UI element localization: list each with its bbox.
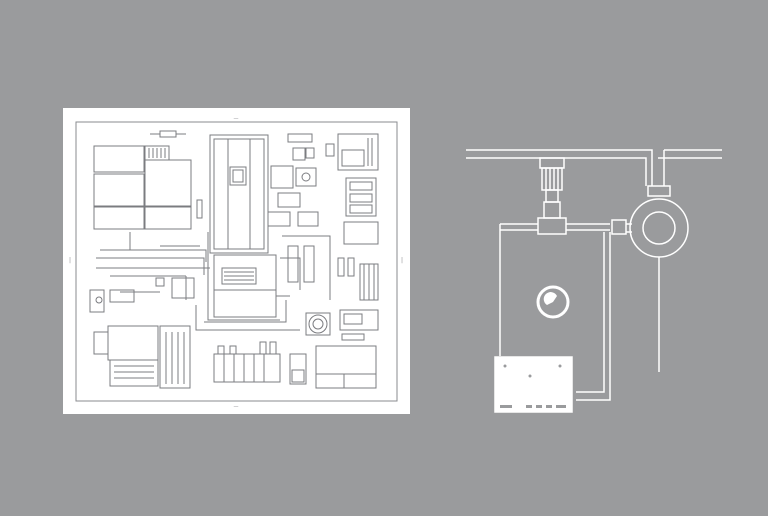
capacitor-box [343,221,379,245]
board-bottom-mark: — [234,404,239,410]
board-top-mark: — [234,116,239,122]
terminal-block [345,177,377,217]
pin-headers [287,245,379,301]
connectors-left [89,277,195,313]
sensor-element [289,353,307,385]
circuit-board-panel: — — | | [63,108,410,414]
board-traces [96,232,331,331]
output-block [315,345,377,389]
main-pipe [466,149,722,186]
fuse [196,199,203,219]
small-components-top [267,133,335,227]
central-module [209,134,269,254]
board-outline [75,121,398,402]
display-module [339,309,379,341]
resistor-top [150,130,186,138]
board-paper [63,108,410,414]
board-left-mark: | [69,257,71,264]
dial-indicator-icon [536,285,570,319]
motor-driver [93,325,191,389]
relay-panel [337,133,379,171]
piping-schematic [466,149,722,413]
driver-array [213,341,281,383]
center-lower-block [213,254,277,318]
header-strip [144,145,170,161]
pressure-gauge-icon [611,185,689,372]
valve-icon [500,201,610,235]
motor-symbol [305,312,331,336]
signal-lines [499,224,611,401]
controller-box-icon [494,356,573,413]
board-right-mark: | [401,257,403,264]
heat-sink-icon [539,157,565,203]
